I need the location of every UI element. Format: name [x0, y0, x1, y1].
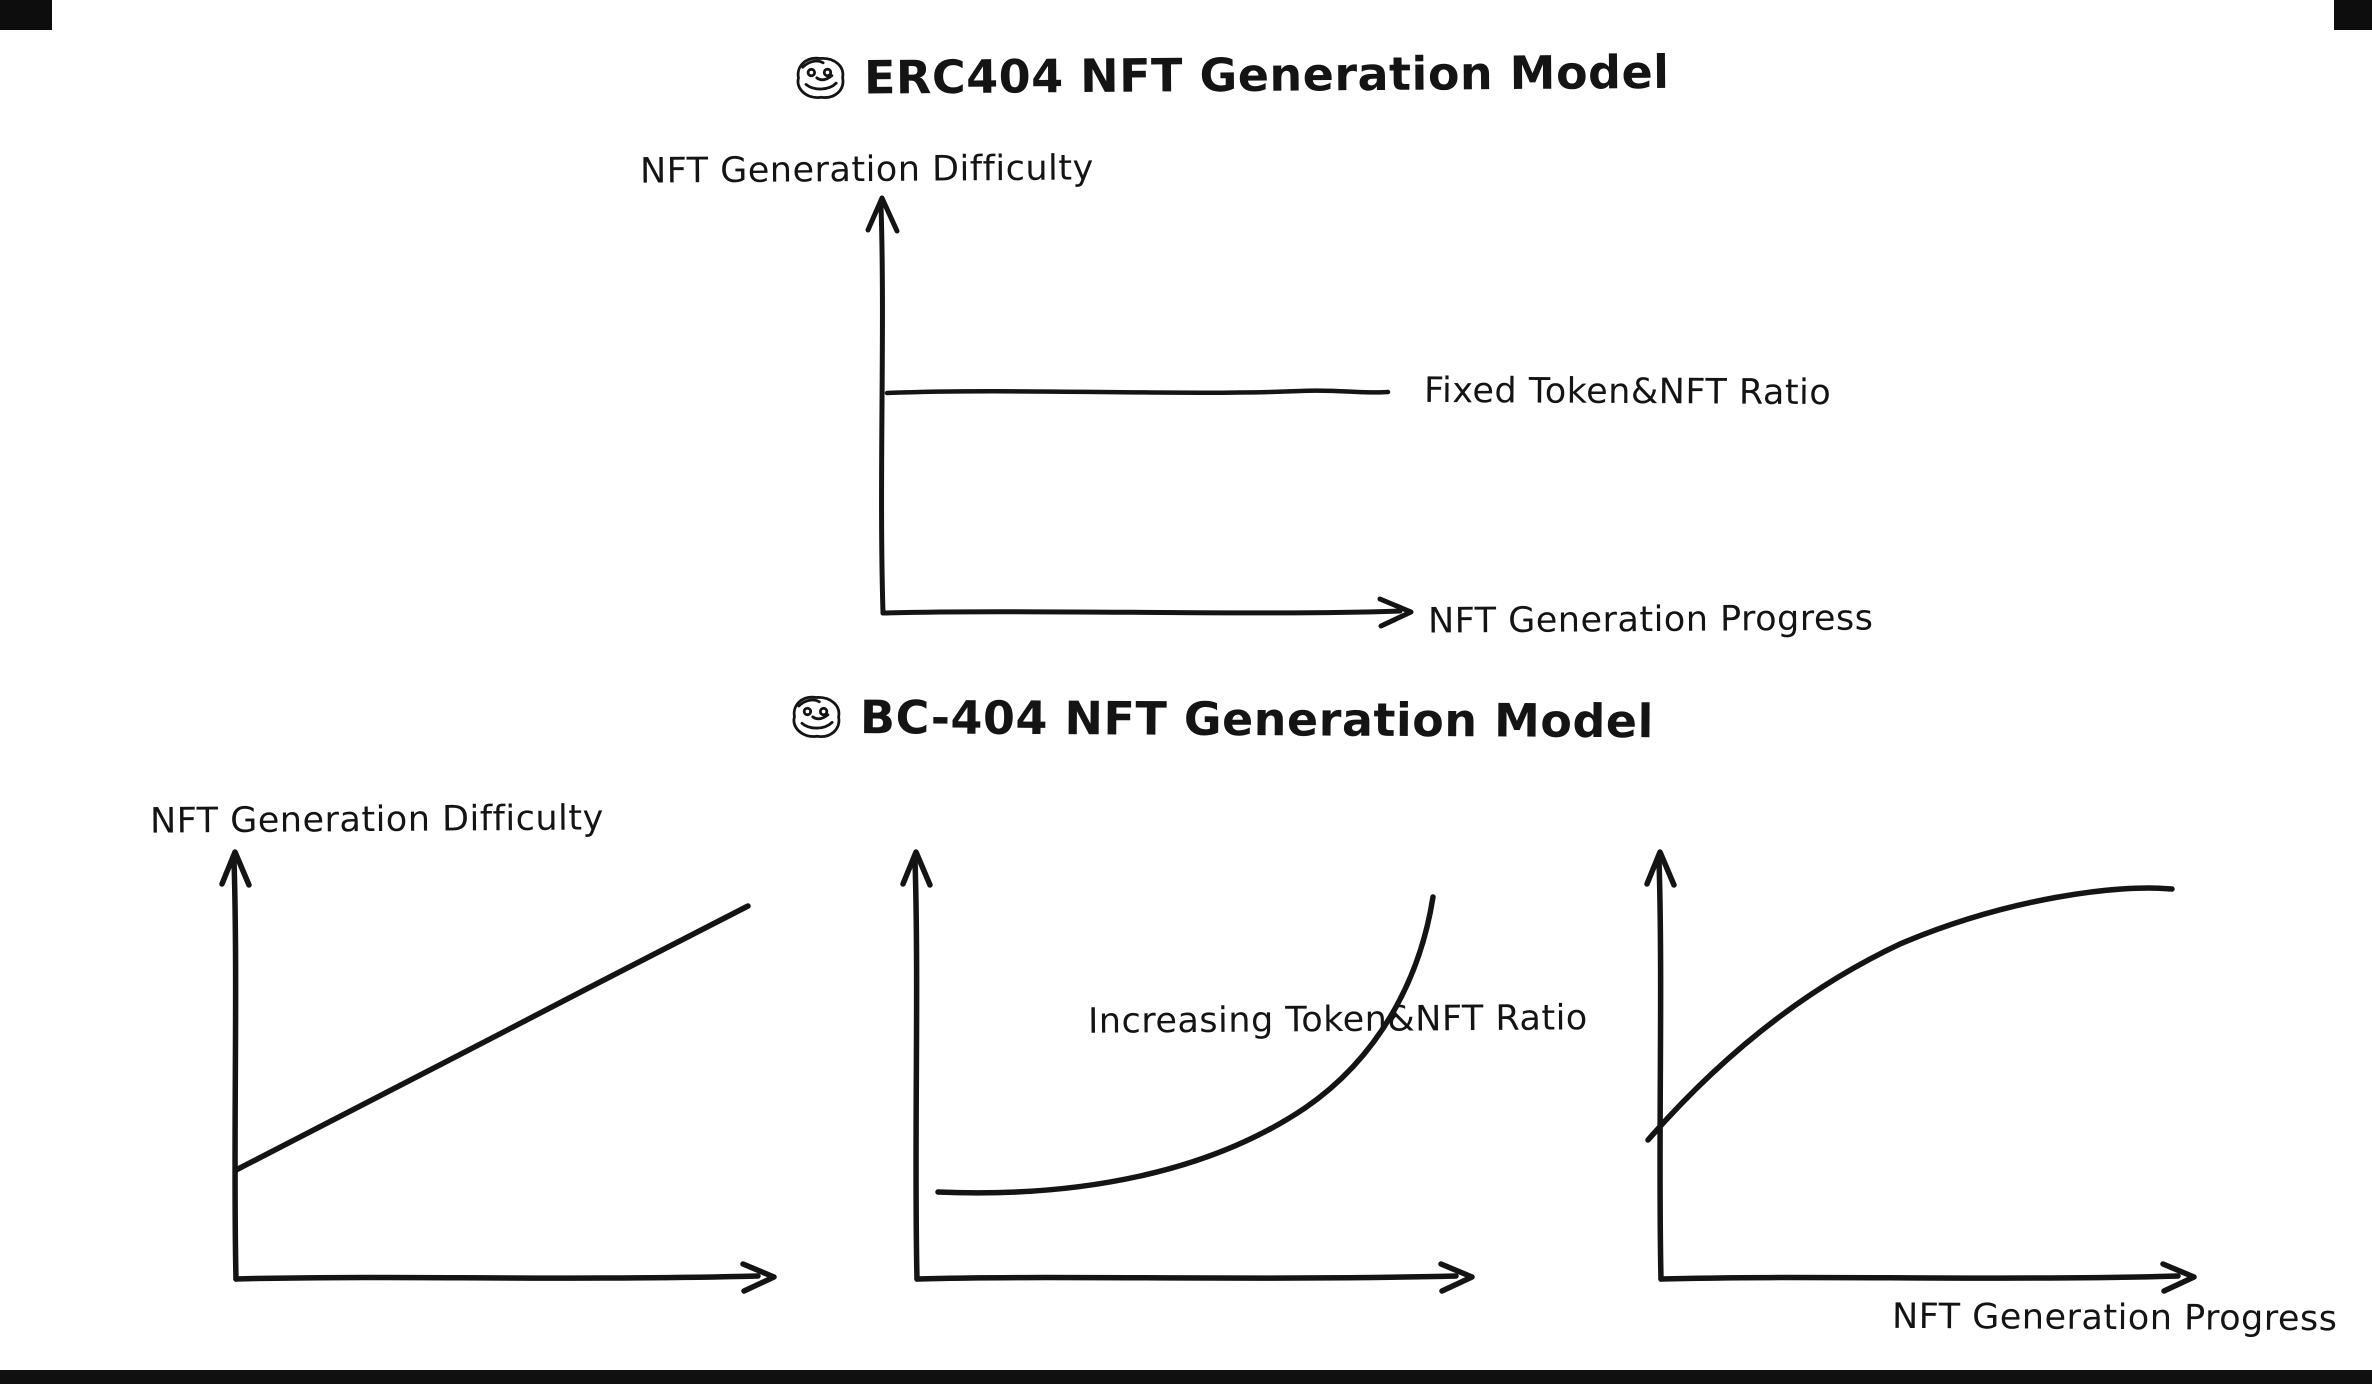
erc404-flat-curve	[884, 388, 1391, 396]
bc404-linear-x-axis	[233, 1273, 761, 1282]
pepe-icon	[796, 56, 845, 99]
bc404-exponential-x-arrow-icon	[1438, 1261, 1475, 1294]
bc404-linear-curve	[233, 903, 751, 1173]
erc404-y-axis-label: NFT Generation Difficulty	[639, 148, 1094, 192]
bc404-saturating-chart	[1644, 849, 2197, 1294]
bc404-linear-chart	[219, 849, 777, 1294]
erc404-x-arrow-icon	[1377, 596, 1414, 629]
bc404-saturating-x-axis	[1658, 1273, 2181, 1282]
bc404-saturating-y-arrow-icon	[1644, 849, 1677, 888]
corner-mark	[2334, 0, 2372, 30]
bc404-linear-x-arrow-icon	[740, 1261, 777, 1294]
bc404-exponential-x-axis	[914, 1273, 1459, 1282]
erc404-title: ERC404 NFT Generation Model	[863, 44, 1670, 105]
bc404-exponential-curve	[935, 894, 1436, 1196]
erc404-x-axis	[880, 608, 1403, 616]
bc404-title-row: BC-404 NFT Generation Model	[788, 690, 1654, 749]
erc404-chart	[865, 195, 1414, 629]
erc404-title-row: ERC404 NFT Generation Model	[792, 45, 1670, 105]
bc404-curve-label: Increasing Token&NFT Ratio	[1087, 998, 1588, 1042]
erc404-y-arrow-icon	[865, 195, 900, 234]
pepe-icon	[792, 695, 841, 738]
erc404-y-axis	[878, 202, 886, 616]
erc404-x-axis-label: NFT Generation Progress	[1427, 598, 1874, 642]
bc404-y-axis-label: NFT Generation Difficulty	[149, 798, 604, 842]
bc404-exponential-y-axis	[912, 857, 920, 1282]
corner-mark	[0, 0, 52, 30]
bc404-linear-y-arrow-icon	[219, 849, 252, 888]
bc404-x-axis-label: NFT Generation Progress	[1891, 1296, 2338, 1340]
bc404-linear-y-axis	[231, 857, 239, 1282]
bc404-saturating-y-axis	[1656, 857, 1664, 1282]
bc404-exponential-chart	[900, 849, 1475, 1294]
erc404-curve-label: Fixed Token&NFT Ratio	[1423, 370, 1832, 414]
bc404-saturating-x-arrow-icon	[2160, 1261, 2197, 1294]
bc404-title: BC-404 NFT Generation Model	[859, 690, 1654, 749]
bc404-saturating-curve	[1645, 885, 2175, 1143]
bc404-exponential-y-arrow-icon	[900, 849, 933, 888]
bottom-edge-strip	[0, 1370, 2372, 1384]
